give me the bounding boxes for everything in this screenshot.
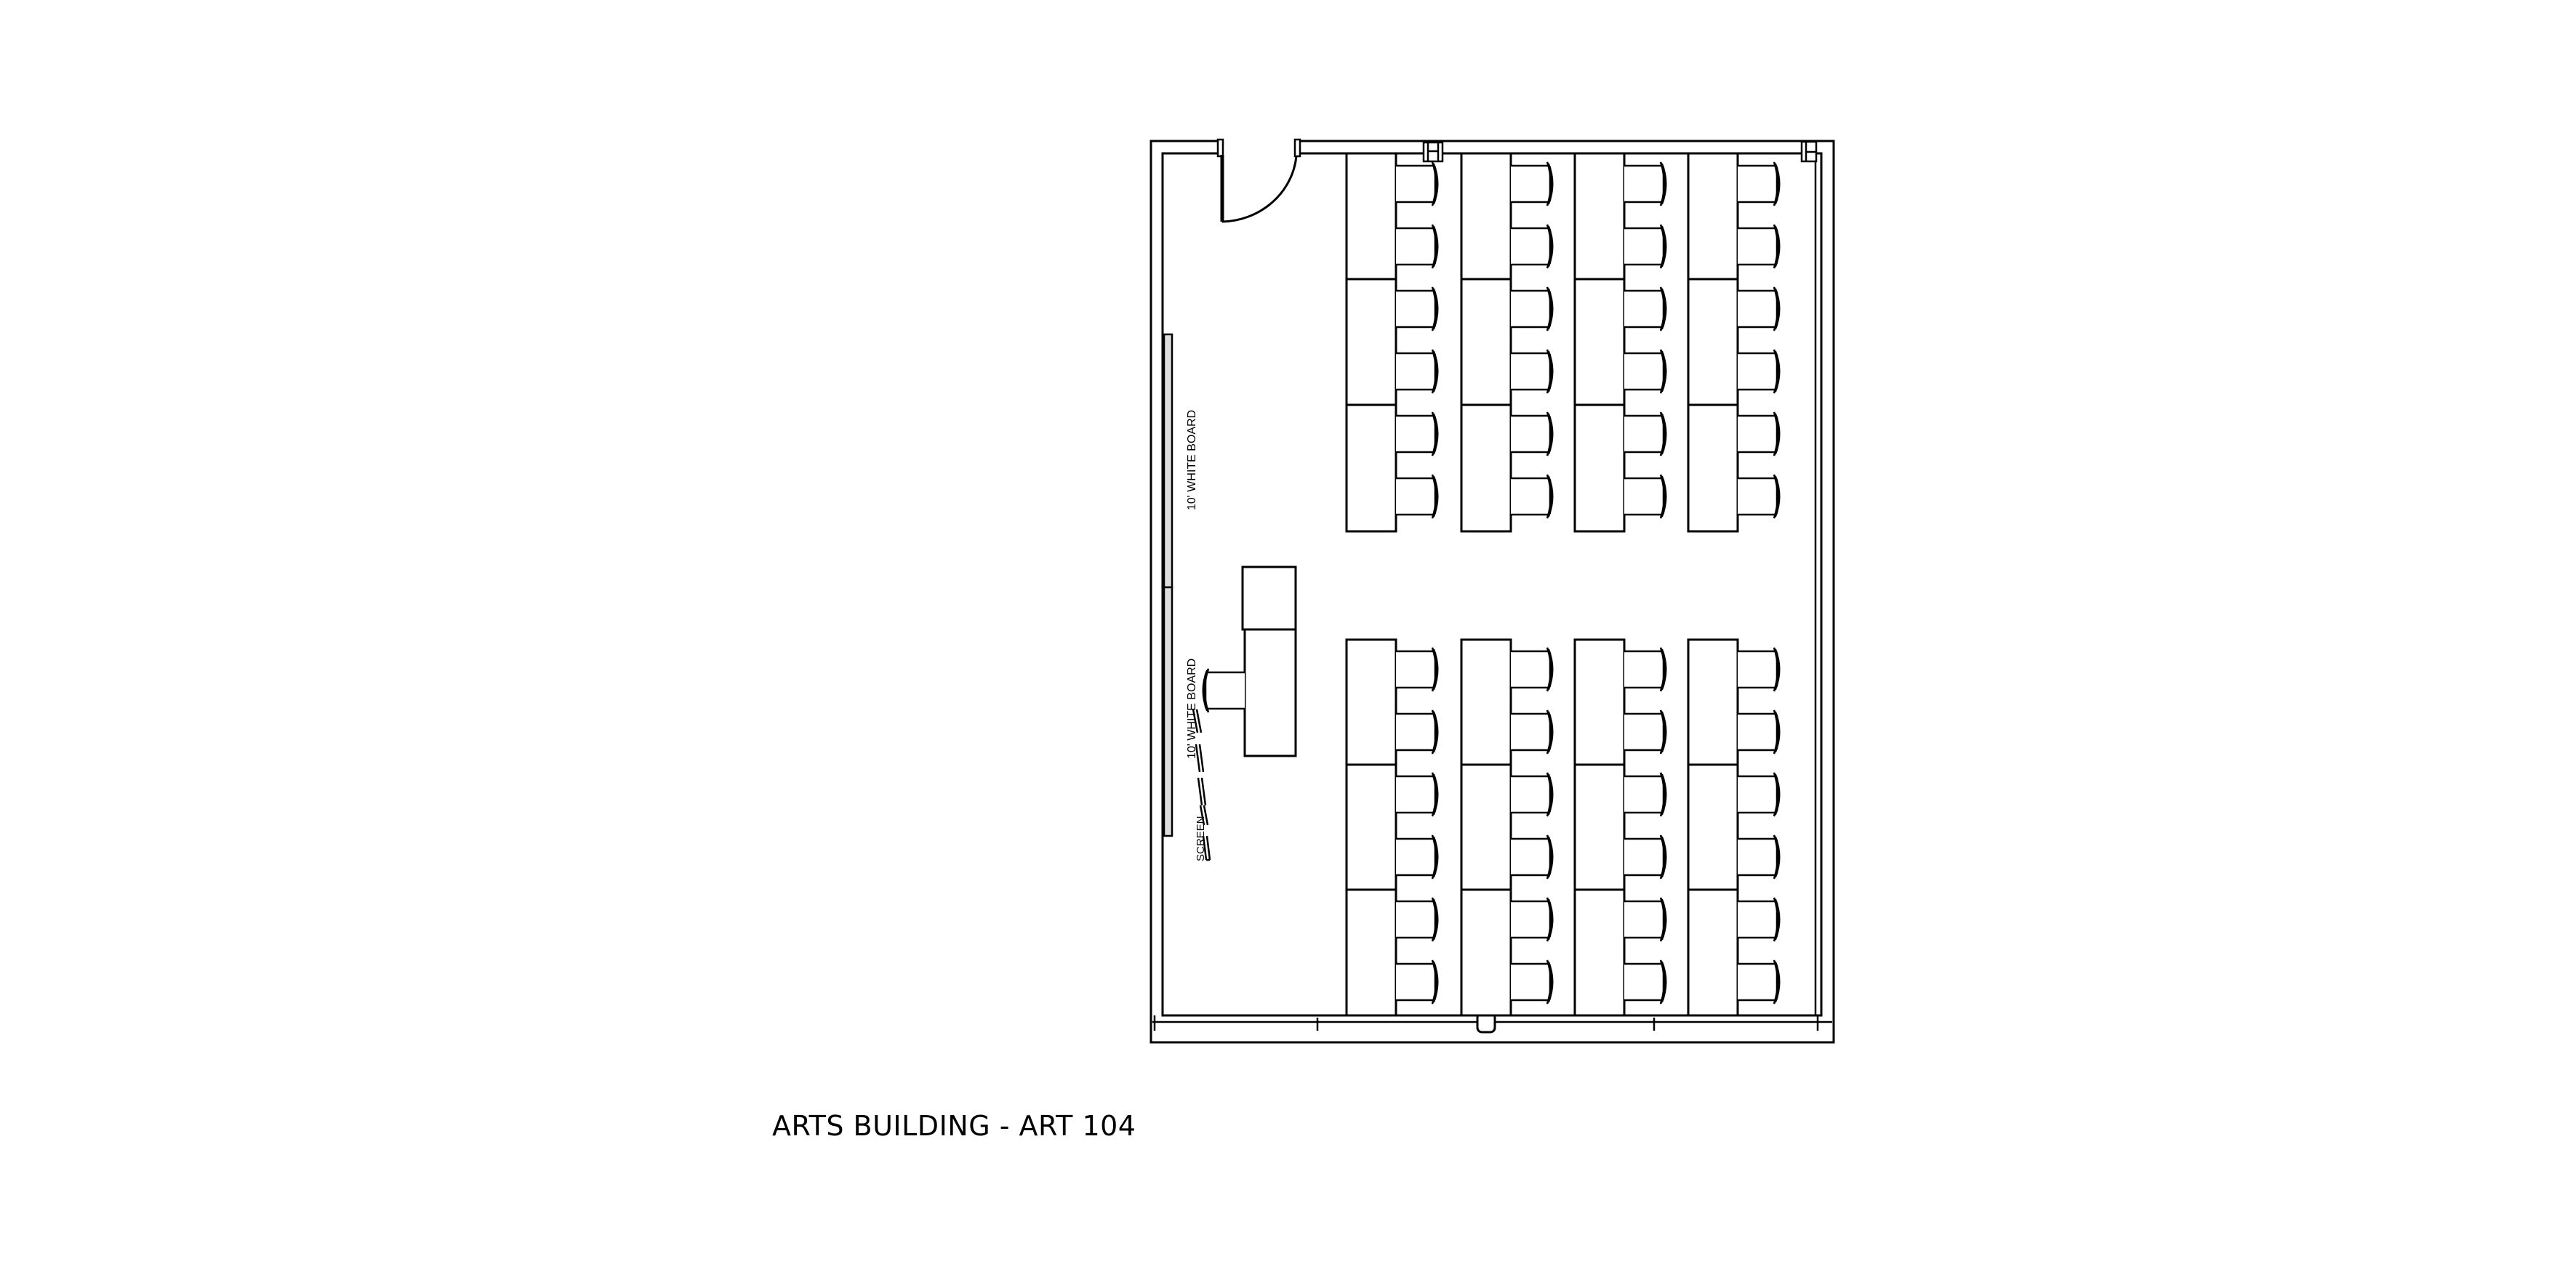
table	[1460, 152, 1512, 281]
table	[1573, 888, 1626, 1017]
student-chair[interactable]	[1509, 896, 1554, 943]
student-chair[interactable]	[1736, 411, 1781, 457]
student-chair[interactable]	[1623, 646, 1667, 693]
student-chair[interactable]	[1395, 411, 1439, 457]
projection-screen	[1192, 709, 1211, 861]
student-chair[interactable]	[1623, 286, 1667, 332]
table	[1460, 403, 1512, 533]
student-seating	[1345, 152, 1739, 1017]
student-chair[interactable]	[1623, 959, 1667, 1005]
top-wall-fixtures	[1422, 140, 1818, 163]
instructor-desk	[1243, 628, 1297, 757]
table	[1573, 278, 1626, 406]
student-chair[interactable]	[1395, 348, 1439, 395]
instructor-station	[1241, 565, 1297, 757]
table	[1345, 638, 1397, 766]
student-chair[interactable]	[1623, 348, 1667, 395]
student-chair[interactable]	[1509, 709, 1554, 755]
table	[1573, 152, 1626, 281]
student-chair[interactable]	[1509, 771, 1554, 818]
student-chair[interactable]	[1395, 286, 1439, 332]
student-chair[interactable]	[1395, 709, 1439, 755]
student-chair[interactable]	[1736, 771, 1781, 818]
table	[1573, 403, 1626, 533]
student-chair[interactable]	[1509, 348, 1554, 395]
student-chair[interactable]	[1623, 771, 1667, 818]
student-chair[interactable]	[1736, 646, 1781, 693]
whiteboard-upper	[1163, 333, 1173, 589]
student-chair[interactable]	[1736, 348, 1781, 395]
student-chair[interactable]	[1736, 959, 1781, 1005]
table	[1687, 888, 1739, 1017]
student-chair[interactable]	[1395, 161, 1439, 207]
table	[1460, 888, 1512, 1017]
student-chair[interactable]	[1395, 896, 1439, 943]
student-chair[interactable]	[1509, 286, 1554, 332]
student-chair[interactable]	[1509, 223, 1554, 270]
student-chair[interactable]	[1395, 473, 1439, 520]
instructor-chair[interactable]	[1202, 667, 1246, 714]
student-chair[interactable]	[1623, 896, 1667, 943]
student-chair[interactable]	[1736, 223, 1781, 270]
student-chair[interactable]	[1509, 161, 1554, 207]
table	[1687, 638, 1739, 766]
instructor-desk-return	[1241, 565, 1297, 631]
student-chair[interactable]	[1736, 286, 1781, 332]
student-chair[interactable]	[1623, 834, 1667, 880]
table	[1687, 152, 1739, 281]
whiteboard-upper-label: 10' WHITE BOARD	[1186, 410, 1198, 510]
student-chair[interactable]	[1509, 959, 1554, 1005]
student-chair[interactable]	[1623, 411, 1667, 457]
door-swing-arc	[1221, 156, 1298, 223]
student-chair[interactable]	[1623, 473, 1667, 520]
entry-door[interactable]	[1216, 138, 1301, 223]
table	[1345, 763, 1397, 891]
student-chair[interactable]	[1623, 223, 1667, 270]
student-chair[interactable]	[1395, 223, 1439, 270]
student-chair[interactable]	[1509, 834, 1554, 880]
table	[1460, 278, 1512, 406]
table	[1345, 888, 1397, 1017]
table	[1345, 403, 1397, 533]
student-chair[interactable]	[1736, 709, 1781, 755]
student-chair[interactable]	[1509, 646, 1554, 693]
student-chair[interactable]	[1509, 473, 1554, 520]
room-title: ARTS BUILDING - ART 104	[772, 1110, 1136, 1142]
student-chair[interactable]	[1736, 896, 1781, 943]
student-chair[interactable]	[1736, 161, 1781, 207]
table	[1573, 763, 1626, 891]
student-chair[interactable]	[1736, 834, 1781, 880]
whiteboard-lower	[1163, 586, 1173, 837]
student-chair[interactable]	[1509, 411, 1554, 457]
student-chair[interactable]	[1623, 161, 1667, 207]
student-chair[interactable]	[1736, 473, 1781, 520]
table	[1687, 763, 1739, 891]
student-chair[interactable]	[1395, 959, 1439, 1005]
student-chair[interactable]	[1395, 646, 1439, 693]
table	[1460, 638, 1512, 766]
outer-wall	[1149, 140, 1835, 1044]
screen-label: SCREEN	[1195, 816, 1207, 861]
table	[1687, 403, 1739, 533]
table	[1460, 763, 1512, 891]
student-chair[interactable]	[1395, 771, 1439, 818]
student-chair[interactable]	[1623, 709, 1667, 755]
whiteboards	[1163, 333, 1173, 837]
table	[1345, 152, 1397, 281]
table	[1687, 278, 1739, 406]
table	[1573, 638, 1626, 766]
whiteboard-lower-label: 10' WHITE BOARD	[1186, 659, 1198, 759]
student-chair[interactable]	[1395, 834, 1439, 880]
table	[1345, 278, 1397, 406]
